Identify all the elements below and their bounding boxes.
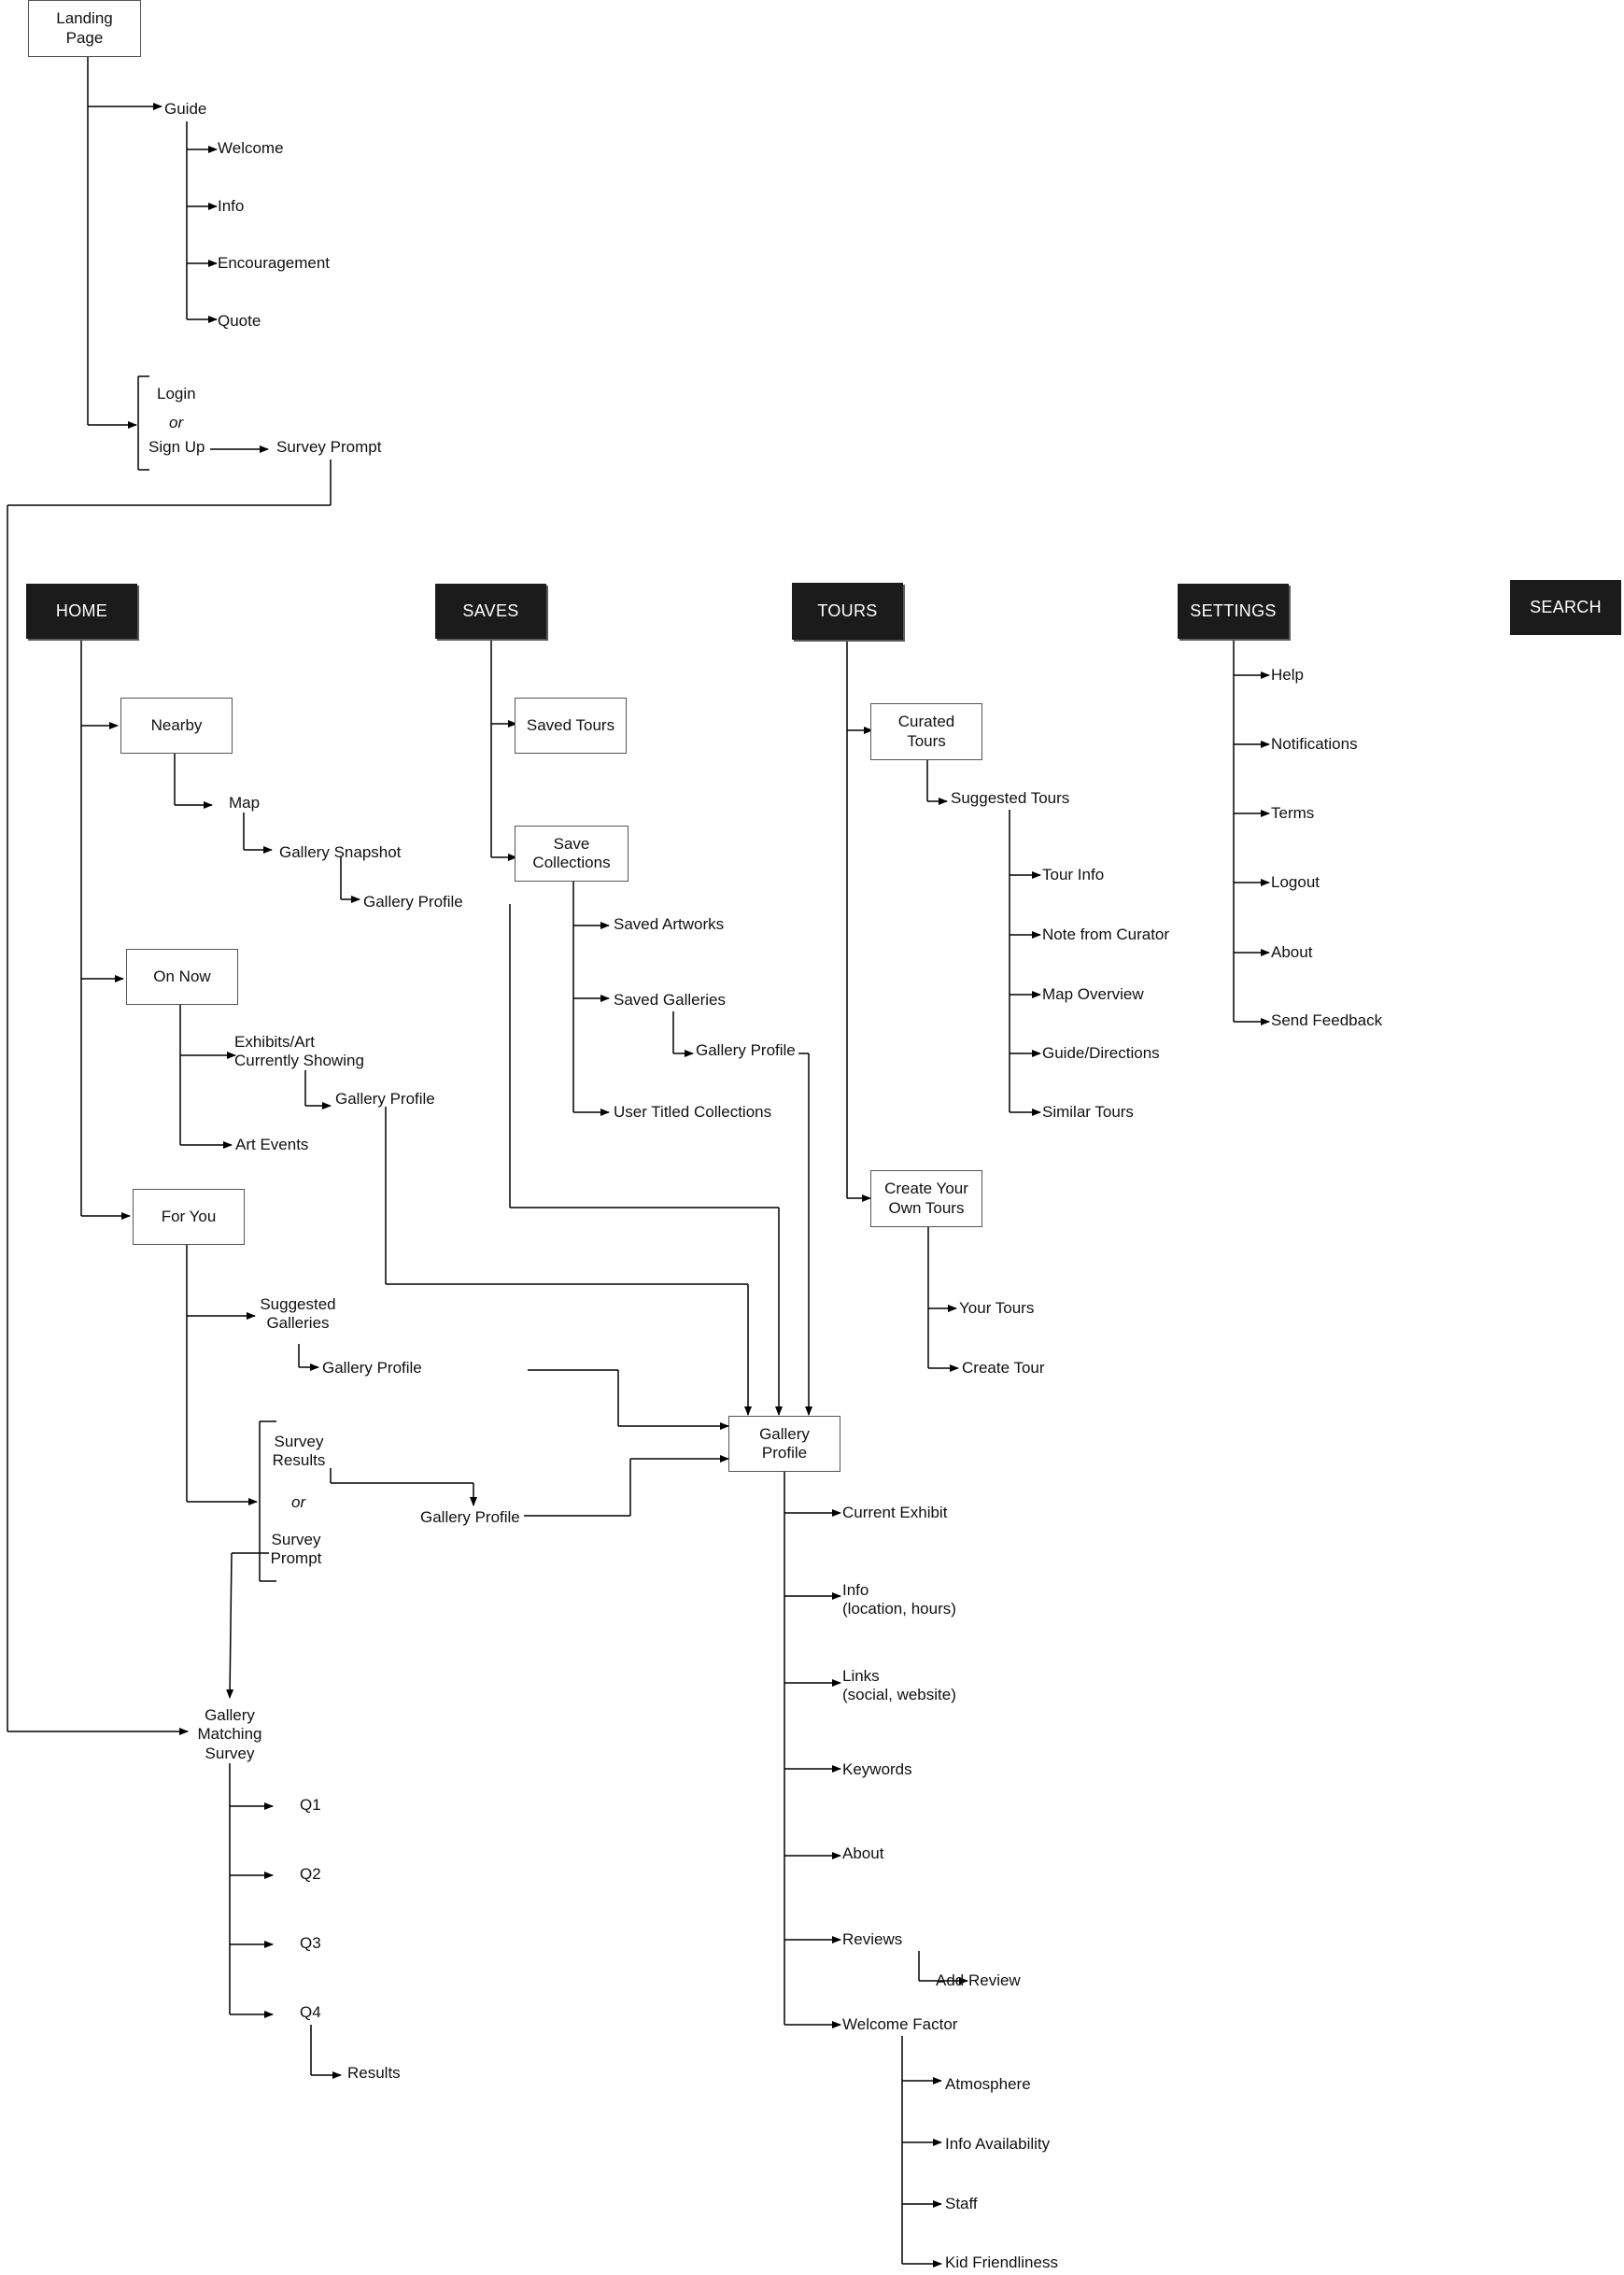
profile-info-label[interactable]: Info (location, hours)	[842, 1581, 956, 1618]
info-availability-label[interactable]: Info Availability	[945, 2135, 1051, 2153]
staff-label[interactable]: Staff	[945, 2195, 978, 2212]
note-from-curator-label[interactable]: Note from Curator	[1042, 926, 1170, 943]
survey-q2-label[interactable]: Q2	[300, 1865, 321, 1883]
on-now-box[interactable]: On Now	[126, 949, 238, 1005]
survey-results-label[interactable]: Survey Results	[272, 1433, 326, 1470]
gallery-profile-link-1[interactable]: Gallery Profile	[363, 893, 463, 911]
search-nav-button[interactable]: SEARCH	[1510, 580, 1621, 635]
profile-about-label[interactable]: About	[842, 1844, 884, 1862]
settings-nav-button[interactable]: SETTINGS	[1178, 584, 1289, 639]
saved-galleries-label[interactable]: Saved Galleries	[614, 991, 727, 1009]
survey-results-final-label[interactable]: Results	[347, 2064, 401, 2082]
for-you-box[interactable]: For You	[133, 1189, 245, 1245]
home-nav-button[interactable]: HOME	[26, 584, 137, 639]
art-events-label[interactable]: Art Events	[235, 1136, 309, 1153]
gallery-matching-survey-label[interactable]: Gallery Matching Survey	[197, 1706, 262, 1762]
connector-arrow	[226, 1552, 234, 1699]
welcome-factor-label[interactable]: Welcome Factor	[842, 2015, 958, 2033]
guide-directions-label[interactable]: Guide/Directions	[1042, 1044, 1160, 1062]
or-label: or	[169, 414, 184, 431]
reviews-label[interactable]: Reviews	[842, 1930, 903, 1948]
profile-links-label[interactable]: Links (social, website)	[842, 1667, 956, 1704]
gallery-profile-link-2[interactable]: Gallery Profile	[335, 1090, 435, 1108]
keywords-label[interactable]: Keywords	[842, 1760, 912, 1778]
gallery-profile-box[interactable]: Gallery Profile	[728, 1416, 840, 1472]
exhibits-label[interactable]: Exhibits/Art Currently Showing	[234, 1033, 364, 1070]
about-settings-label[interactable]: About	[1271, 943, 1313, 961]
nearby-box[interactable]: Nearby	[120, 698, 233, 754]
for-you-or-label: or	[291, 1493, 306, 1511]
survey-q1-label[interactable]: Q1	[300, 1796, 321, 1814]
suggested-galleries-label[interactable]: Suggested Galleries	[260, 1295, 336, 1333]
gallery-profile-link-3[interactable]: Gallery Profile	[322, 1359, 422, 1377]
saved-artworks-label[interactable]: Saved Artworks	[614, 915, 725, 933]
gallery-profile-link-4[interactable]: Gallery Profile	[420, 1508, 520, 1526]
survey-prompt-label[interactable]: Survey Prompt	[276, 438, 382, 456]
info-label[interactable]: Info	[218, 197, 245, 215]
gallery-snapshot-label[interactable]: Gallery Snapshot	[279, 843, 402, 861]
encouragement-label[interactable]: Encouragement	[218, 254, 331, 272]
add-review-label[interactable]: Add Review	[936, 1971, 1021, 1989]
quote-label[interactable]: Quote	[218, 312, 261, 330]
suggested-tours-label[interactable]: Suggested Tours	[951, 789, 1070, 807]
login-label[interactable]: Login	[157, 385, 196, 403]
user-titled-collections-label[interactable]: User Titled Collections	[614, 1103, 772, 1121]
survey-prompt-home-label[interactable]: Survey Prompt	[270, 1531, 322, 1568]
tours-nav-button[interactable]: TOURS	[792, 583, 903, 640]
your-tours-label[interactable]: Your Tours	[959, 1299, 1035, 1317]
map-label[interactable]: Map	[229, 794, 261, 812]
save-collections-box[interactable]: Save Collections	[515, 826, 628, 882]
kid-friendliness-label[interactable]: Kid Friendliness	[945, 2254, 1058, 2271]
saves-gallery-profile-link[interactable]: Gallery Profile	[696, 1041, 796, 1059]
help-label[interactable]: Help	[1271, 666, 1304, 684]
landing-page-box[interactable]: Landing Page	[28, 0, 141, 57]
notifications-label[interactable]: Notifications	[1271, 735, 1358, 753]
map-overview-label[interactable]: Map Overview	[1042, 985, 1144, 1003]
saves-nav-button[interactable]: SAVES	[435, 584, 546, 639]
similar-tours-label[interactable]: Similar Tours	[1042, 1103, 1134, 1121]
send-feedback-label[interactable]: Send Feedback	[1271, 1011, 1383, 1029]
create-tour-label[interactable]: Create Tour	[962, 1359, 1045, 1377]
survey-q4-label[interactable]: Q4	[300, 2003, 321, 2021]
survey-q3-label[interactable]: Q3	[300, 1934, 321, 1952]
saved-tours-box[interactable]: Saved Tours	[515, 698, 627, 754]
sign-up-label[interactable]: Sign Up	[148, 438, 205, 456]
guide-label[interactable]: Guide	[164, 100, 207, 118]
welcome-label[interactable]: Welcome	[218, 139, 284, 157]
atmosphere-label[interactable]: Atmosphere	[945, 2075, 1031, 2093]
current-exhibit-label[interactable]: Current Exhibit	[842, 1504, 948, 1521]
logout-label[interactable]: Logout	[1271, 873, 1320, 891]
create-your-own-tours-box[interactable]: Create Your Own Tours	[870, 1170, 982, 1227]
tour-info-label[interactable]: Tour Info	[1042, 866, 1105, 883]
curated-tours-box[interactable]: Curated Tours	[870, 703, 982, 760]
terms-label[interactable]: Terms	[1271, 804, 1315, 822]
